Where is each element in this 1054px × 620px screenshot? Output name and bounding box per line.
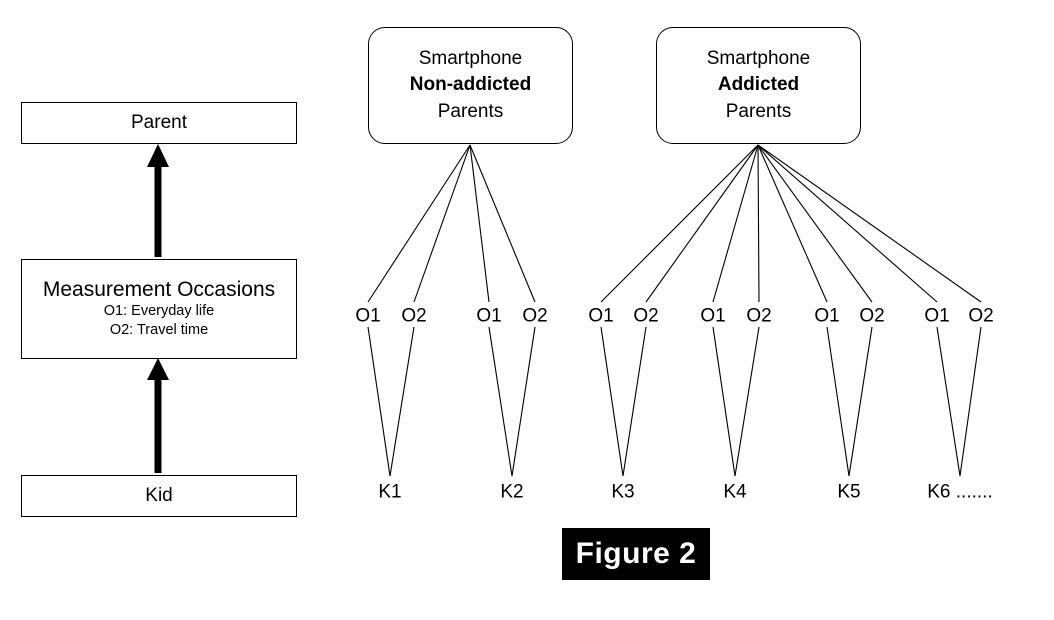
tree-edges xyxy=(367,144,982,477)
edge-addicted-to-k4-o2 xyxy=(757,144,760,303)
edge-o2-k4 xyxy=(734,326,760,477)
group-1-line-2: Addicted xyxy=(717,74,800,96)
edge-o1-k2 xyxy=(488,326,513,477)
occasion-node-k4-o2: O2 xyxy=(746,305,772,327)
edge-addicted-to-k6-o2 xyxy=(757,144,982,303)
edge-o1-k6 xyxy=(936,326,961,477)
edge-addicted-to-k3-o1 xyxy=(600,144,759,303)
edge-o1-k4 xyxy=(712,326,736,477)
occasion-node-k2-o1: O1 xyxy=(476,305,502,327)
group-0-line-3: Parents xyxy=(437,100,504,122)
edge-o1-k3 xyxy=(600,326,624,477)
measurement-occasions-level-box: Measurement Occasions O1: Everyday life … xyxy=(21,259,297,359)
edge-non-addicted-to-k1-o2 xyxy=(413,144,471,303)
group-1-line-1: Smartphone xyxy=(706,48,811,70)
occasion-node-k6-o2: O2 xyxy=(968,305,994,327)
group-box-addicted: Smartphone Addicted Parents xyxy=(656,27,861,144)
kid-node-k5: K5 xyxy=(837,481,861,503)
occasion-node-k5-o1: O1 xyxy=(814,305,840,327)
edge-o2-k6 xyxy=(959,326,982,477)
edge-o1-k1 xyxy=(367,326,391,477)
edge-o2-k5 xyxy=(848,326,873,477)
edge-o2-k1 xyxy=(389,326,415,477)
occasion-node-k6-o1: O1 xyxy=(924,305,950,327)
kid-node-k2: K2 xyxy=(500,481,524,503)
occasion-node-k3-o1: O1 xyxy=(588,305,614,327)
measurement-occasions-title: Measurement Occasions xyxy=(42,277,276,301)
kid-node-k6: K6 ....... xyxy=(927,481,993,503)
occasion-node-k1-o1: O1 xyxy=(355,305,381,327)
occasion-1-definition: O1: Everyday life xyxy=(103,302,215,319)
kid-level-label: Kid xyxy=(145,485,173,507)
kid-node-k3: K3 xyxy=(611,481,635,503)
figure-caption: Figure 2 xyxy=(562,528,710,580)
kid-node-k1: K1 xyxy=(378,481,402,503)
edge-non-addicted-to-k2-o1 xyxy=(469,144,490,303)
edge-addicted-to-k4-o1 xyxy=(712,144,759,303)
edge-addicted-to-k5-o2 xyxy=(757,144,873,303)
kid-level-box: Kid xyxy=(21,475,297,517)
parent-level-box: Parent xyxy=(21,102,297,144)
parent-level-label: Parent xyxy=(131,112,187,134)
measurement-to-parent-arrow-head xyxy=(147,144,169,167)
edge-o2-k3 xyxy=(622,326,647,477)
occasion-node-k4-o1: O1 xyxy=(700,305,726,327)
occasion-node-k1-o2: O2 xyxy=(401,305,427,327)
group-0-line-1: Smartphone xyxy=(418,48,523,70)
occasion-2-definition: O2: Travel time xyxy=(109,322,209,339)
edge-o2-k2 xyxy=(511,326,536,477)
occasion-node-k3-o2: O2 xyxy=(633,305,659,327)
edge-addicted-to-k6-o1 xyxy=(757,144,938,303)
edge-addicted-to-k3-o2 xyxy=(645,144,759,303)
edge-non-addicted-to-k1-o1 xyxy=(367,144,471,303)
group-box-non-addicted: Smartphone Non-addicted Parents xyxy=(368,27,573,144)
kid-to-measurement-arrow-head xyxy=(147,358,169,380)
group-0-line-2: Non-addicted xyxy=(409,74,532,96)
edge-o1-k5 xyxy=(826,326,850,477)
group-1-line-3: Parents xyxy=(725,100,792,122)
edge-addicted-to-k5-o1 xyxy=(757,144,828,303)
occasion-node-k2-o2: O2 xyxy=(522,305,548,327)
kid-node-k4: K4 xyxy=(723,481,747,503)
occasion-node-k5-o2: O2 xyxy=(859,305,885,327)
edge-non-addicted-to-k2-o2 xyxy=(469,144,536,303)
